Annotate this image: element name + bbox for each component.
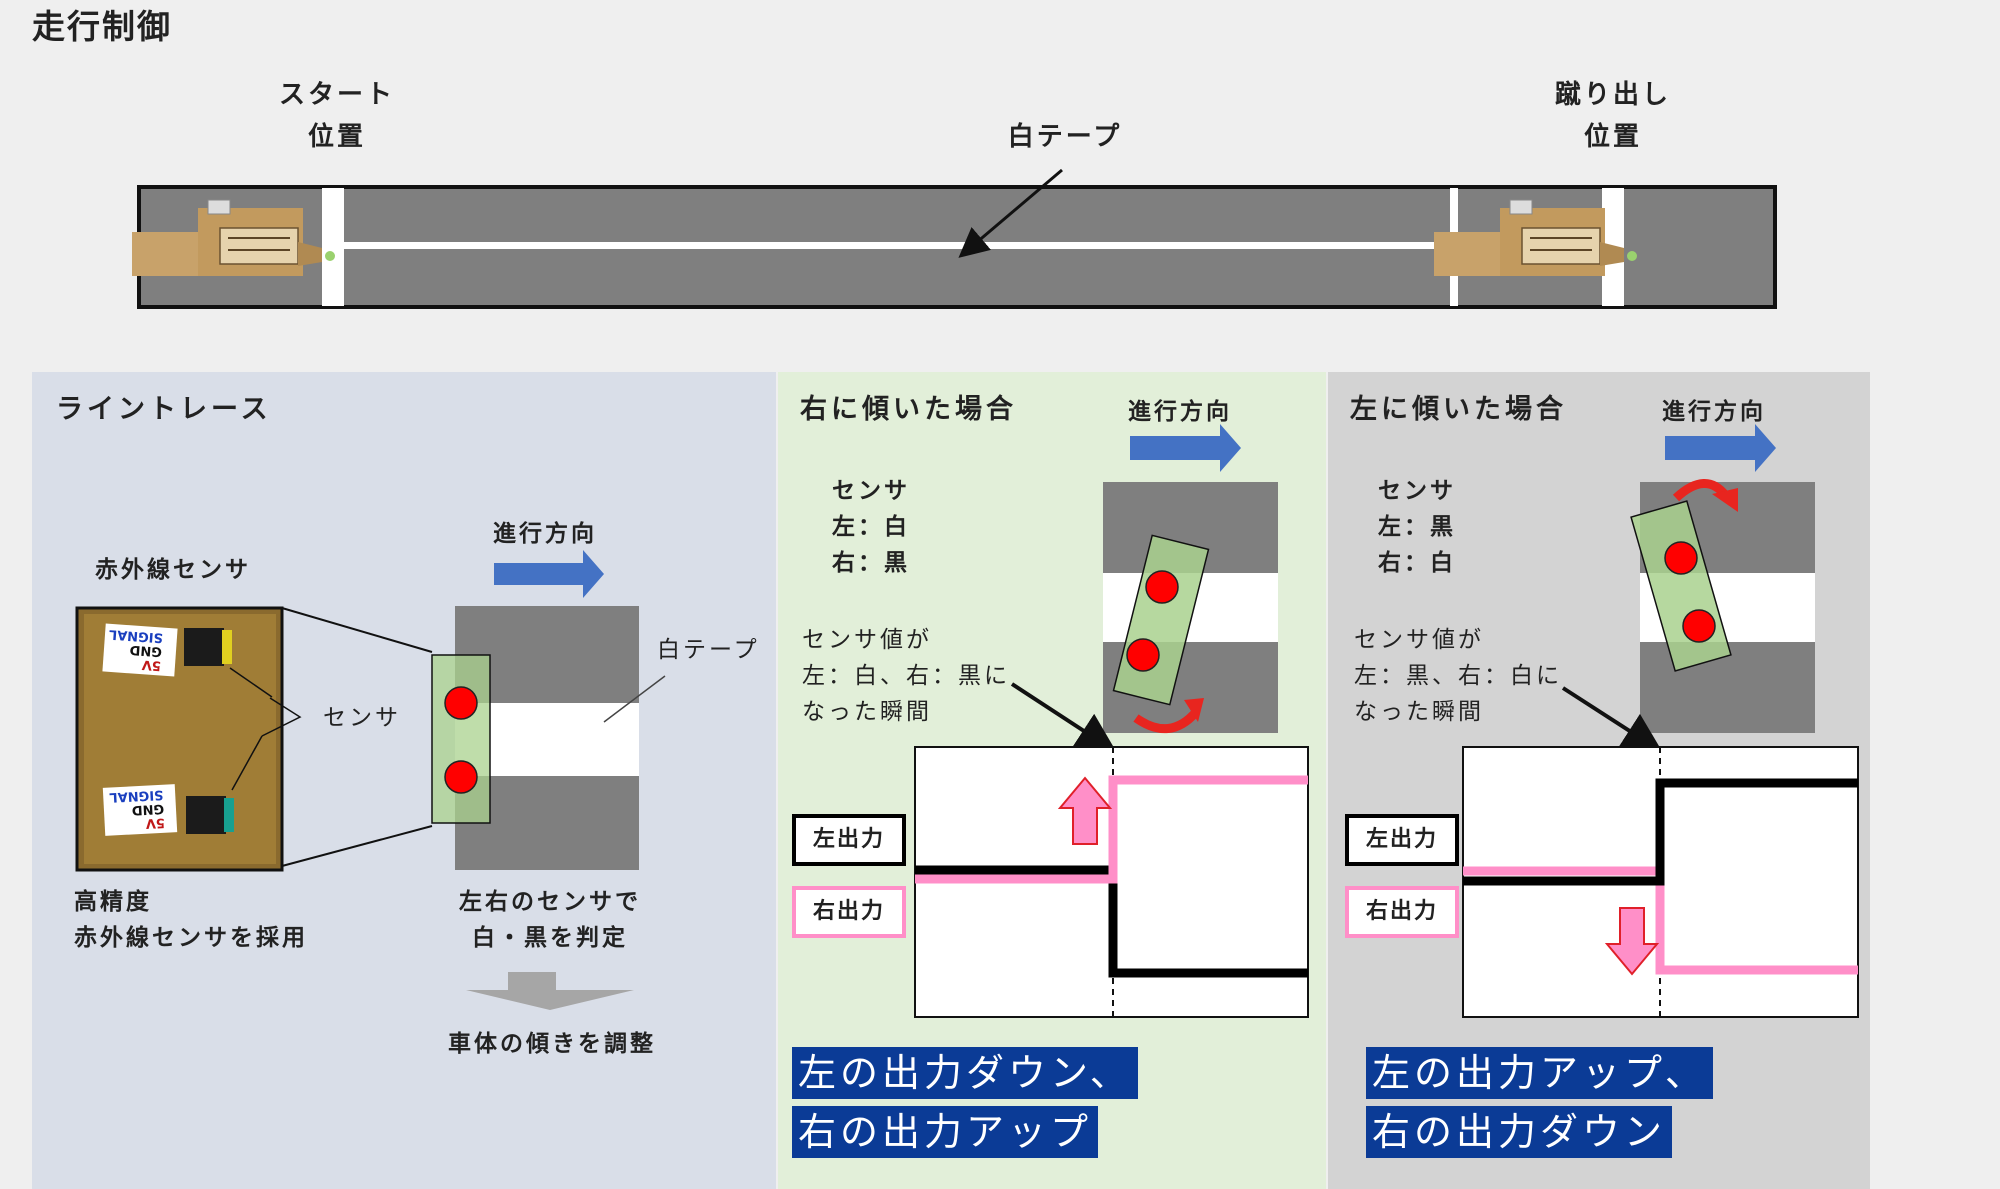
sensor-state-left: センサ 左：黒 右：白 xyxy=(1378,473,1456,581)
board-bottom-5v: 5V xyxy=(145,814,166,831)
note-pointer-left xyxy=(1561,686,1663,753)
sensor-dot-left xyxy=(444,686,478,720)
note-left-line3: なった瞬間 xyxy=(1354,699,1484,725)
sensor-state-right-line2: 左：白 xyxy=(832,514,910,540)
left-output-label-left: 左出力 xyxy=(1345,814,1459,866)
tilt-right-title: 右に傾いた場合 xyxy=(800,394,1017,425)
right-output-signal-left xyxy=(1463,866,1858,975)
left-output-signal-left xyxy=(1463,778,1858,886)
sensor-dot-black xyxy=(1126,638,1160,672)
tape-pointer xyxy=(958,168,1063,258)
zoom-line-bottom xyxy=(281,825,433,867)
result-label: 車体の傾きを調整 xyxy=(448,1031,656,1057)
sensor-board-photo xyxy=(75,606,284,872)
direction-label-tilt-left: 進行方向 xyxy=(1662,399,1766,425)
board-top-label: 5V GND SIGNAL xyxy=(107,626,164,673)
start-position-label: スタート 位置 xyxy=(262,74,412,158)
right-output-signal-right xyxy=(915,775,1308,884)
result-banner-right-2: 右の出力アップ xyxy=(792,1106,1099,1158)
note-right: センサ値が 左：白、右：黒に なった瞬間 xyxy=(802,622,1010,730)
right-output-label-left: 右出力 xyxy=(1345,886,1459,938)
sensor-dot-right xyxy=(444,760,478,794)
kick-position-label: 蹴り出し 位置 xyxy=(1538,74,1688,158)
tilt-left-road xyxy=(1630,479,1815,733)
line-trace-title: ライントレース xyxy=(56,394,272,425)
left-output-label-right: 左出力 xyxy=(792,814,906,866)
sensor-state-left-line2: 左：黒 xyxy=(1378,514,1456,540)
direction-arrow-line-trace xyxy=(494,550,604,598)
caption-left: 高精度 赤外線センサを採用 xyxy=(74,884,308,956)
note-pointer-right xyxy=(1010,682,1117,753)
result-banner-right-1: 左の出力ダウン、 xyxy=(792,1047,1138,1099)
caption-left-line1: 高精度 xyxy=(74,889,152,915)
sensor-state-right: センサ 左：白 右：黒 xyxy=(832,473,910,581)
sensor-state-right-line3: 右：黒 xyxy=(832,550,910,576)
sensor-state-right-line1: センサ xyxy=(832,478,910,504)
tilt-left-title: 左に傾いた場合 xyxy=(1350,394,1567,425)
output-chart-left xyxy=(1462,746,1859,1018)
board-top-signal: SIGNAL xyxy=(108,626,164,645)
sensor-dot-black-left xyxy=(1664,541,1698,575)
tape-pointer-small xyxy=(603,675,666,723)
start-label-line2: 位置 xyxy=(307,122,366,152)
right-output-label-right: 右出力 xyxy=(792,886,906,938)
sensor-dot-white xyxy=(1145,570,1179,604)
note-right-line1: センサ値が xyxy=(802,627,932,653)
direction-label-line-trace: 進行方向 xyxy=(493,521,597,547)
caption-left-line2: 赤外線センサを採用 xyxy=(74,925,308,951)
ir-sensor-label: 赤外線センサ xyxy=(95,557,251,583)
sensor-body xyxy=(431,654,491,824)
note-left-line1: センサ値が xyxy=(1354,627,1484,653)
note-right-line3: なった瞬間 xyxy=(802,699,932,725)
down-arrow-gray xyxy=(466,972,634,1010)
sensor-dot-white-right xyxy=(1682,609,1716,643)
down-arrow-pink xyxy=(1604,907,1660,976)
sensor-callout-label: センサ xyxy=(323,705,401,731)
page-title: 走行制御 xyxy=(32,7,172,46)
caption-mid-line2: 白・黒を判定 xyxy=(472,925,628,951)
start-line xyxy=(322,188,344,306)
output-chart-right xyxy=(914,746,1309,1018)
note-left: センサ値が 左：黒、右：白に なった瞬間 xyxy=(1354,622,1562,730)
sensor-state-left-line3: 右：白 xyxy=(1378,550,1456,576)
tilt-right-road xyxy=(1103,482,1278,734)
robot-start xyxy=(132,199,335,276)
result-banner-left-2: 右の出力ダウン xyxy=(1366,1106,1673,1158)
result-banner-left-1: 左の出力アップ、 xyxy=(1366,1047,1713,1099)
zoom-line-top xyxy=(281,607,433,653)
tape-label: 白テープ xyxy=(1007,122,1123,152)
note-right-line2: 左：白、右：黒に xyxy=(802,663,1010,689)
caption-mid-line1: 左右のセンサで xyxy=(459,889,641,915)
kick-label-line1: 蹴り出し xyxy=(1554,80,1671,110)
sensor-callout-lines xyxy=(261,697,302,737)
turn-arrow-right xyxy=(1133,708,1200,734)
caption-mid: 左右のセンサで 白・黒を判定 xyxy=(445,884,655,956)
start-label-line1: スタート xyxy=(278,80,395,110)
up-arrow-pink xyxy=(1057,776,1113,845)
robot-kick xyxy=(1434,199,1637,276)
direction-arrow-tilt-right xyxy=(1130,424,1241,472)
note-left-line2: 左：黒、右：白に xyxy=(1354,663,1562,689)
line-trace-road xyxy=(431,606,666,870)
sensor-state-left-line1: センサ xyxy=(1378,478,1456,504)
left-output-signal-right xyxy=(915,865,1308,978)
board-bottom-label: 5V GND SIGNAL xyxy=(109,787,165,832)
white-tape-label-small: 白テープ xyxy=(657,637,760,663)
direction-label-tilt-right: 進行方向 xyxy=(1128,399,1232,425)
kick-label-line2: 位置 xyxy=(1583,122,1642,152)
track-white-tape xyxy=(330,242,1450,249)
track xyxy=(132,168,1777,309)
board-bottom-signal: SIGNAL xyxy=(108,786,164,805)
direction-arrow-tilt-left xyxy=(1665,424,1776,472)
